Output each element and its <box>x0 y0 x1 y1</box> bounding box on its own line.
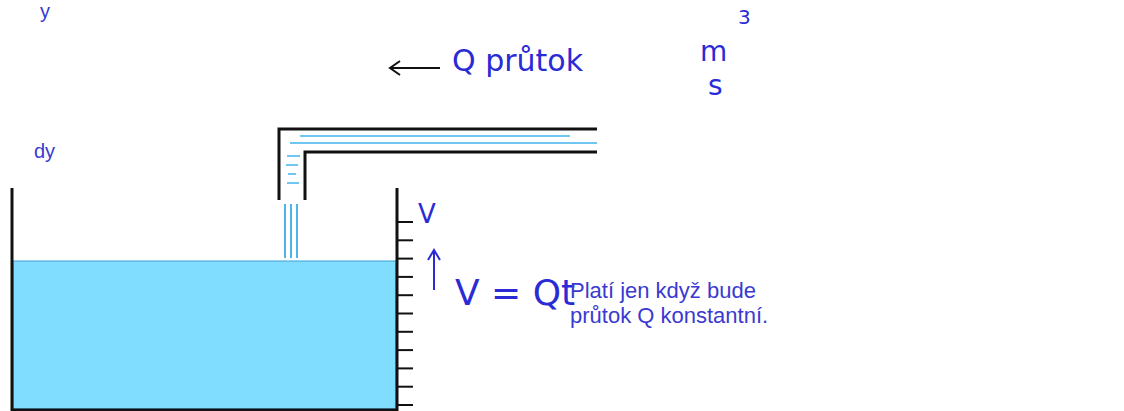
pipe-water <box>286 136 597 183</box>
scale-tick <box>397 239 413 241</box>
pipe-outer <box>279 129 597 200</box>
scale-tick <box>397 367 413 369</box>
scale-tick <box>397 294 413 296</box>
scale-tick <box>397 331 413 333</box>
unit-label: m <box>700 36 727 68</box>
pipe-inner <box>305 152 597 200</box>
scale-tick <box>397 276 413 278</box>
formula: V = Qt <box>455 272 575 313</box>
note-text: Platí jen když bude průtok Q konstantní. <box>570 278 810 329</box>
cut-label: y <box>40 0 50 23</box>
unit-label: s <box>708 70 723 102</box>
flow-arrow <box>390 61 440 75</box>
cut-label: dy <box>34 140 55 163</box>
scale-tick <box>397 404 413 406</box>
water-fill <box>13 261 396 409</box>
scale-tick <box>397 386 413 388</box>
scale-tick <box>397 349 413 351</box>
tank-wall <box>12 188 397 410</box>
volume-label: V <box>418 200 436 230</box>
volume-arrow <box>428 250 440 290</box>
scale-tick <box>397 221 413 223</box>
unit-exponent: 3 <box>738 6 751 29</box>
scale-tick <box>397 313 413 315</box>
flow-label: Q průtok <box>452 44 583 79</box>
scale-ticks <box>397 222 413 405</box>
scale-tick <box>397 258 413 260</box>
water-stream <box>285 204 297 258</box>
